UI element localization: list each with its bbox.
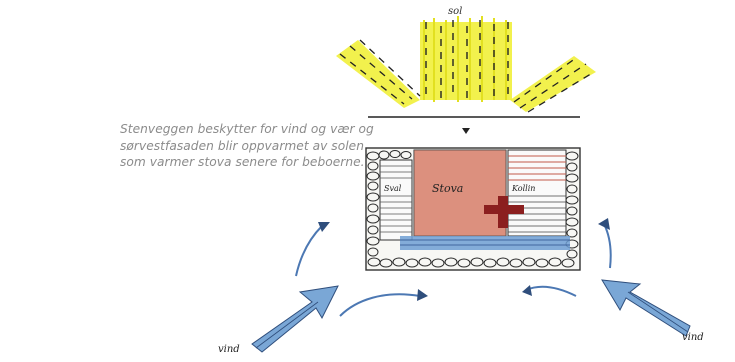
entrance-marker-icon <box>462 128 470 134</box>
wind-arrowheads <box>318 218 610 301</box>
hearth-icon <box>484 196 524 228</box>
wind-arrow-left <box>251 285 339 353</box>
wind-arrow-right <box>601 279 691 337</box>
left-side-room: Sval <box>379 159 413 241</box>
sun-rays-center <box>420 16 512 102</box>
wind-label-left: vind <box>218 344 240 355</box>
house-plan: Sval Stova Kollin <box>365 147 581 271</box>
right-side-rooms: Kollin <box>507 149 567 237</box>
blue-corridor <box>400 236 570 250</box>
caption: Stenveggen beskytter for vind og vær og … <box>120 121 374 171</box>
side-label-left: Sval <box>384 184 402 193</box>
sun-rays: sol <box>336 6 596 113</box>
side-label-right: Kollin <box>511 184 535 193</box>
main-room-stova: Stova <box>413 149 507 237</box>
caption-line-1: Stenveggen beskytter for vind og vær og <box>120 122 374 136</box>
caption-line-2: sørvestfasaden blir oppvarmet av solen <box>120 138 364 153</box>
wind-label-right: vind <box>682 332 704 343</box>
sun-label: sol <box>448 6 462 17</box>
sun-rays-right <box>510 56 596 113</box>
caption-line-3: som varmer stova senere for beboerne. <box>120 155 365 169</box>
room-label: Stova <box>432 182 463 195</box>
wind-arrows: vind vind <box>218 218 704 355</box>
sun-rays-left <box>336 39 421 108</box>
stone-wall <box>366 150 579 268</box>
